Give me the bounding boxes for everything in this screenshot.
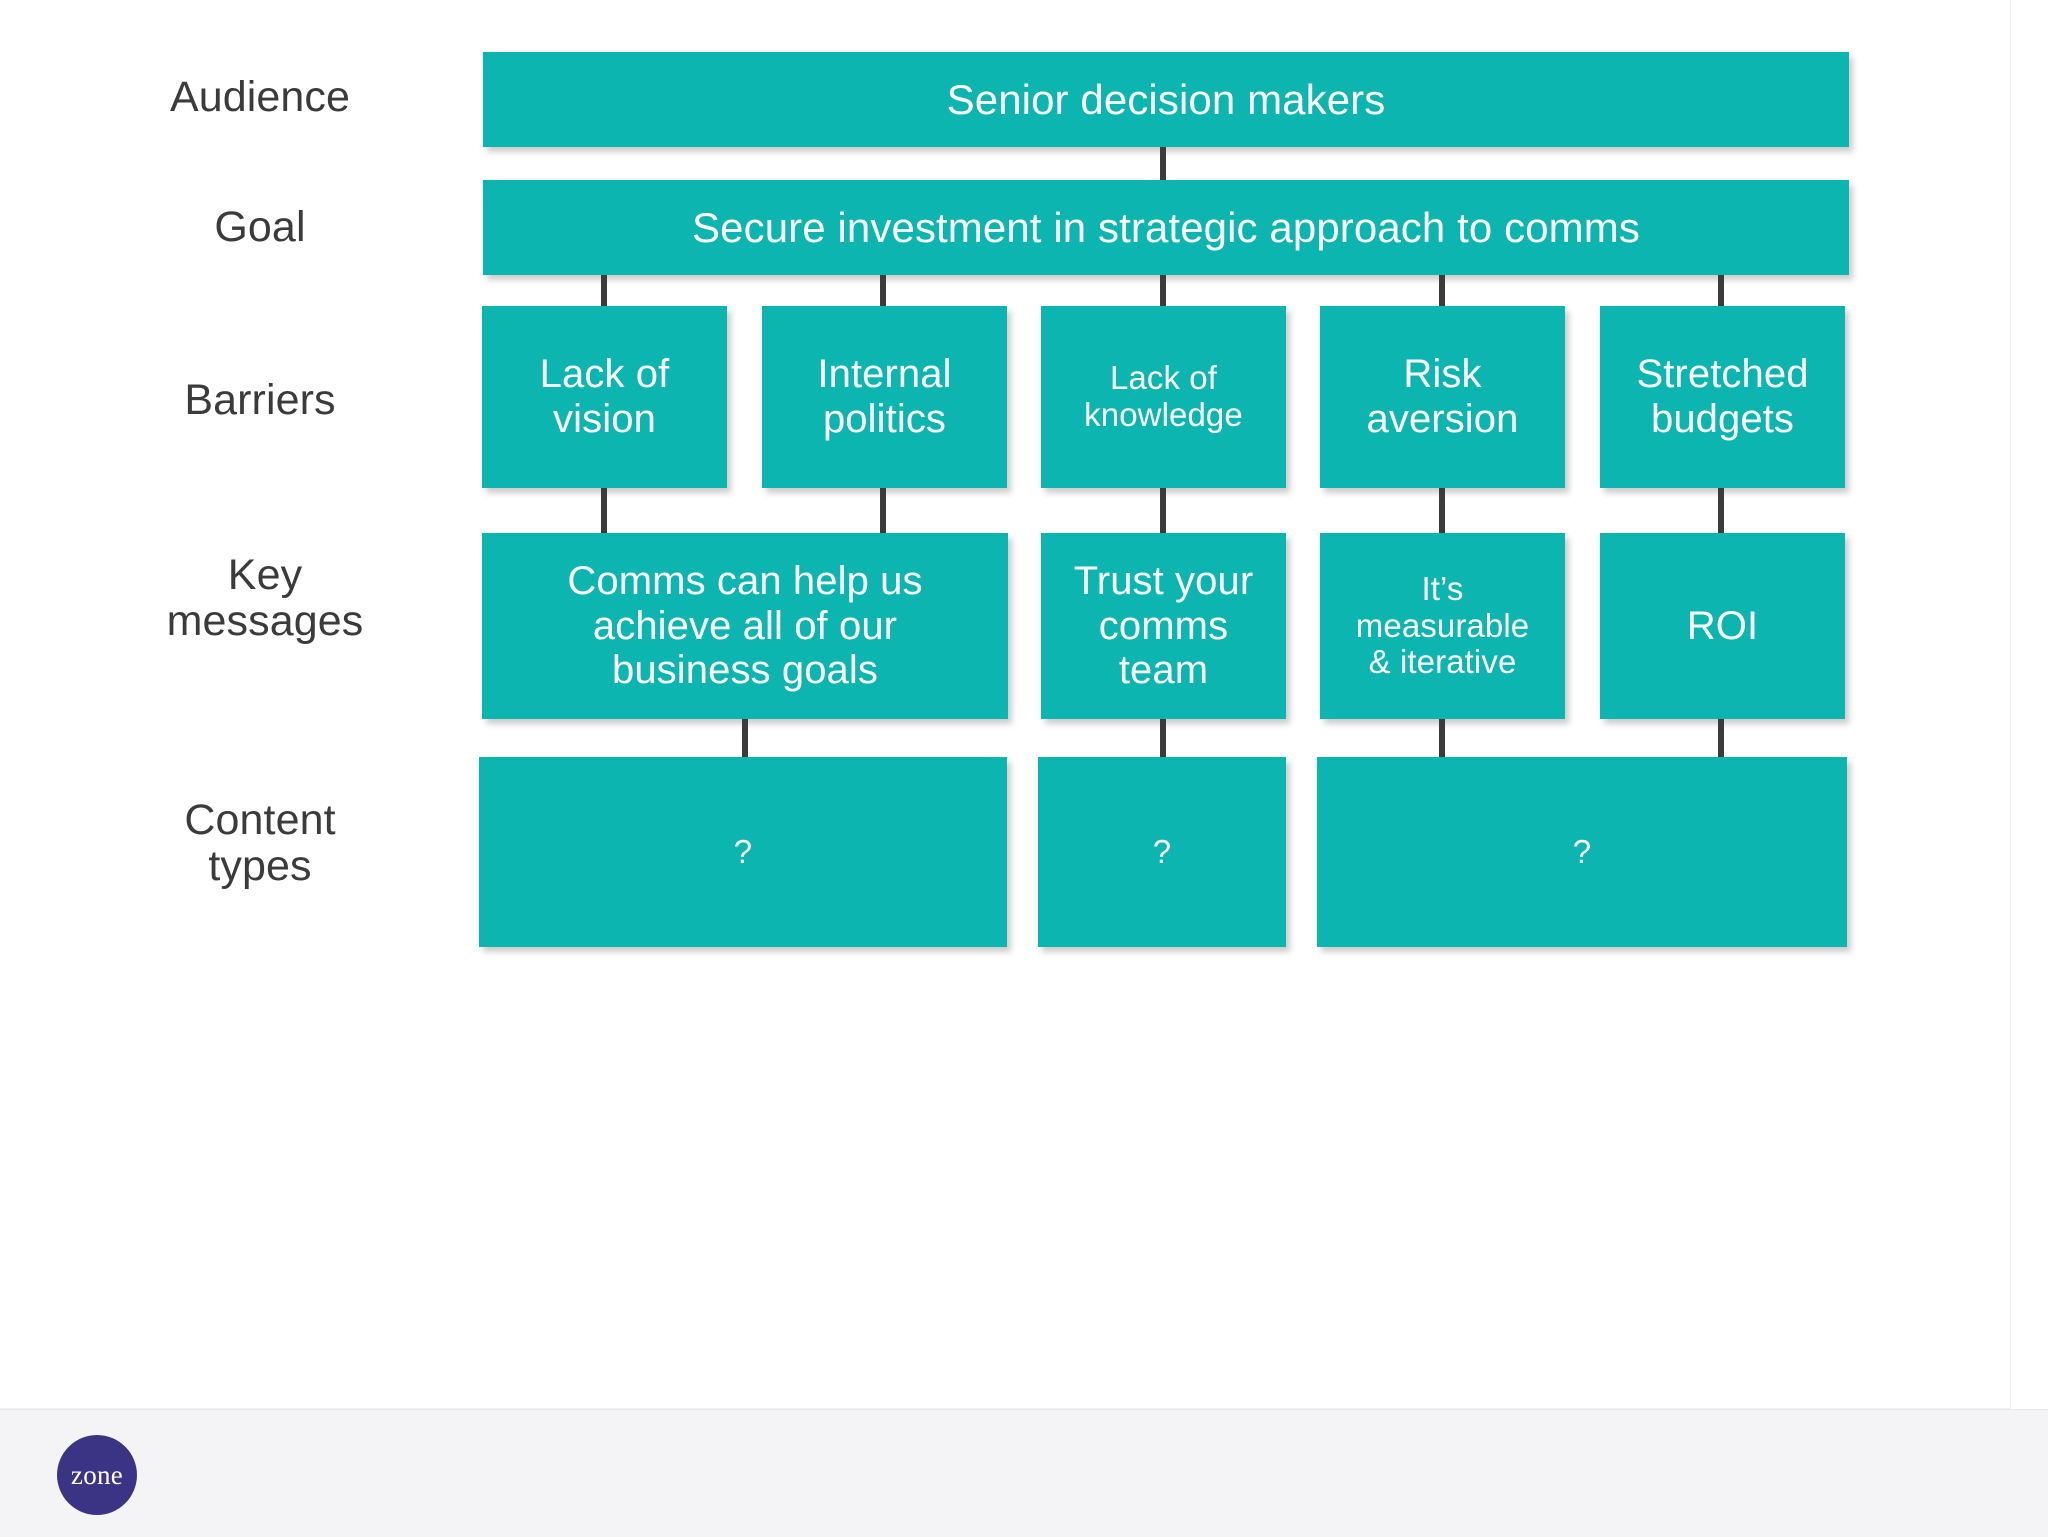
barrier-node-risk-aversion[interactable]: Risk aversion — [1320, 306, 1565, 488]
slide-footer — [0, 1409, 2048, 1537]
connector-audience-to-goal — [1160, 147, 1166, 186]
barrier-node-lack-of-knowledge[interactable]: Lack of knowledge — [1041, 306, 1286, 488]
comms-strategy-diagram: Audience Goal Barriers Key messages Cont… — [166, 52, 1849, 947]
barrier-node-lack-of-vision[interactable]: Lack of vision — [482, 306, 727, 488]
audience-node-senior-decision-makers[interactable]: Senior decision makers — [483, 52, 1849, 147]
barrier-node-stretched-budgets[interactable]: Stretched budgets — [1600, 306, 1845, 488]
connector-barrier-2-to-key-message-1 — [880, 488, 886, 533]
connector-barrier-1-to-key-message-1 — [601, 488, 607, 533]
key-message-node-trust-your-comms-team[interactable]: Trust your comms team — [1041, 533, 1286, 719]
key-message-node-comms-business-goals[interactable]: Comms can help us achieve all of our bus… — [482, 533, 1008, 719]
connector-goal-to-barrier-2 — [880, 275, 886, 312]
connector-goal-to-barrier-5 — [1718, 275, 1724, 312]
connector-goal-to-barrier-1 — [601, 275, 607, 312]
key-message-node-roi[interactable]: ROI — [1600, 533, 1845, 719]
connector-key-message-3-to-content-type-3 — [1439, 719, 1445, 759]
connector-key-message-1-to-content-type-1 — [742, 719, 748, 759]
row-label-barriers: Barriers — [184, 376, 336, 424]
row-label-key-messages: Key messages — [166, 551, 364, 645]
row-label-goal: Goal — [214, 203, 306, 251]
row-label-content-types: Content types — [184, 796, 336, 890]
connector-key-message-2-to-content-type-2 — [1160, 719, 1166, 759]
connector-goal-to-barrier-4 — [1439, 275, 1445, 312]
connector-barrier-3-to-key-message-2 — [1160, 488, 1166, 533]
content-type-node-3[interactable]: ? — [1317, 757, 1847, 947]
connector-barrier-4-to-key-message-3 — [1439, 488, 1445, 533]
key-message-node-measurable-iterative[interactable]: It’s measurable & iterative — [1320, 533, 1565, 719]
content-type-node-2[interactable]: ? — [1038, 757, 1286, 947]
content-type-node-1[interactable]: ? — [479, 757, 1007, 947]
connector-goal-to-barrier-3 — [1160, 275, 1166, 312]
connector-barrier-5-to-key-message-4 — [1718, 488, 1724, 533]
row-label-audience: Audience — [169, 73, 351, 121]
barrier-node-internal-politics[interactable]: Internal politics — [762, 306, 1007, 488]
zone-logo[interactable]: zone — [57, 1435, 137, 1515]
goal-node-secure-investment[interactable]: Secure investment in strategic approach … — [483, 180, 1849, 275]
connector-key-message-4-to-content-type-3b — [1718, 719, 1724, 759]
